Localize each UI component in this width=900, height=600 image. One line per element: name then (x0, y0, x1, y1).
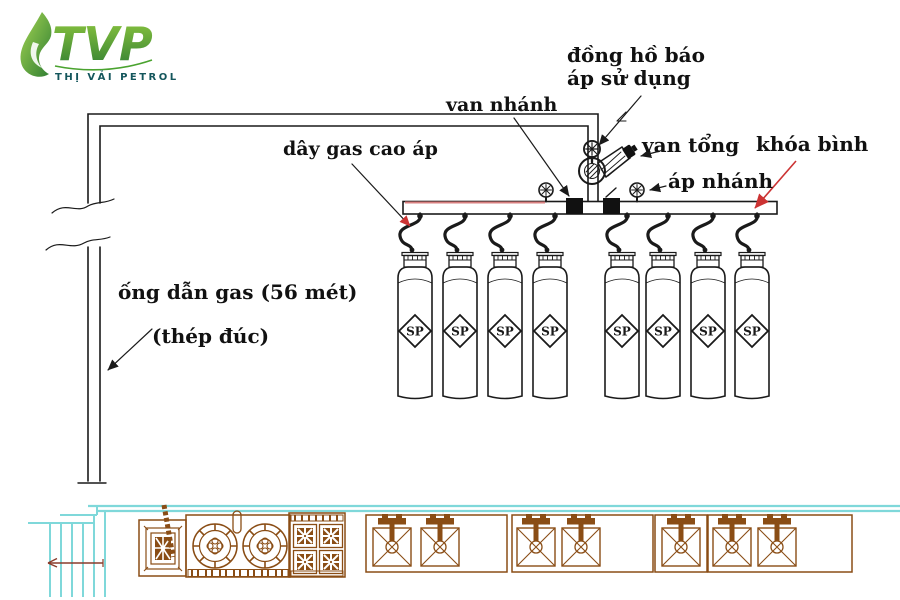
leader-gas-pipe (107, 328, 153, 371)
logo-company-name: THỊ VẢI PETROL (55, 69, 179, 83)
wok-burner (138, 504, 187, 577)
label-main-valve: van tổng (642, 133, 740, 157)
logo: TVP THỊ VẢI PETROL (20, 12, 179, 83)
manifold (402, 200, 778, 215)
leader-main-valve (640, 148, 661, 159)
cylinder-sp-label: SP (699, 325, 717, 339)
gas-cylinder (603, 211, 641, 401)
branch-valve (603, 198, 620, 214)
x-burner (372, 513, 412, 567)
leader-lines (107, 95, 797, 371)
cylinder-sp-label: SP (406, 325, 424, 339)
gas-cylinder (689, 211, 727, 401)
label-gas-pipe: ống dẫn gas (56 mét) (118, 280, 358, 304)
cylinder-sp-label: SP (496, 325, 514, 339)
station-table (511, 514, 654, 573)
gas-cylinder (644, 211, 682, 401)
double-round-burner (185, 510, 291, 578)
cylinder-sp-label: SP (451, 325, 469, 339)
gas-cylinder (486, 211, 524, 401)
round-burner (192, 523, 238, 569)
fryer-stations (365, 513, 853, 573)
cylinder-sp-label: SP (743, 325, 761, 339)
branch-pressure-gauge (629, 182, 645, 203)
gas-cylinder (733, 211, 771, 401)
burner (292, 523, 318, 549)
label-usage-gauge-line2: áp sử dụng (567, 66, 691, 90)
wok-handle (161, 504, 176, 558)
kitchen-range-unit (138, 504, 346, 578)
label-gas-pipe-material: (thép đúc) (152, 324, 270, 348)
pipe-break-marks (45, 198, 115, 251)
x-burner (661, 513, 701, 567)
leader-usage-gauge (598, 95, 642, 146)
cylinder-sp-label: SP (541, 325, 559, 339)
leader-high-pressure-hose (351, 163, 411, 227)
riser-pipe (77, 246, 107, 484)
branch-pressure-gauge (538, 182, 554, 203)
x-burner (420, 513, 460, 567)
four-burner-range (288, 512, 346, 578)
high-pressure-pipe (87, 113, 599, 204)
label-branch-valve: van nhánh (446, 94, 558, 116)
leader-branch-valve (513, 117, 570, 197)
label-usage-gauge: đồng hồ báo áp sử dụng (567, 44, 705, 90)
gas-cylinder (441, 211, 479, 401)
main-valve-cap (622, 144, 638, 159)
x-burner (516, 513, 556, 567)
cylinder-sp-label: SP (613, 325, 631, 339)
leader-branch-gauge (649, 182, 667, 193)
round-burner (242, 523, 288, 569)
burner (318, 549, 344, 575)
logo-monogram: TVP (52, 17, 153, 71)
branch-valve (566, 198, 583, 214)
gas-cylinder (396, 211, 434, 401)
stairs (47, 511, 106, 597)
gas-cylinder (531, 211, 569, 401)
main-valve-regulator (578, 144, 638, 185)
stair-direction-arrow (47, 557, 104, 568)
burner (318, 523, 344, 549)
station-table (654, 514, 708, 573)
station-table (707, 514, 853, 573)
x-burner (712, 513, 752, 567)
leader-cylinder-lock (754, 160, 797, 209)
burner (292, 549, 318, 575)
cylinder-bank: SP SP SP SP SP SP SP SP (396, 211, 771, 401)
x-burner (757, 513, 797, 567)
label-cylinder-lock: khóa bình (756, 132, 869, 156)
station-table (365, 514, 508, 573)
label-usage-gauge-line1: đồng hồ báo (567, 43, 705, 67)
label-high-pressure-hose: dây gas cao áp (283, 138, 438, 160)
cylinder-sp-label: SP (654, 325, 672, 339)
x-burner (561, 513, 601, 567)
label-branch-gauge: áp nhánh (668, 169, 774, 193)
